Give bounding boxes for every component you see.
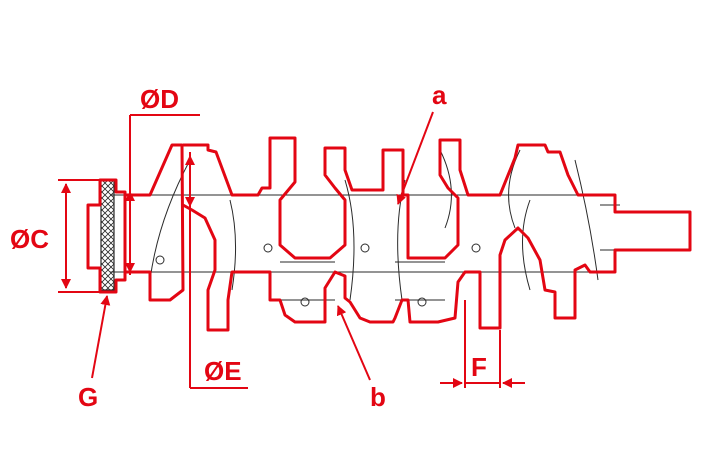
crankshaft-outline [86,136,692,332]
label-diameter-c: ØC [10,224,49,254]
label-a: a [432,80,447,110]
knurled-flange [100,179,115,291]
label-diameter-d: ØD [140,84,179,114]
label-g: G [78,382,98,412]
label-f: F [471,352,487,382]
label-diameter-e: ØE [204,356,242,386]
dimension-lines [58,111,525,389]
label-b: b [370,382,386,412]
